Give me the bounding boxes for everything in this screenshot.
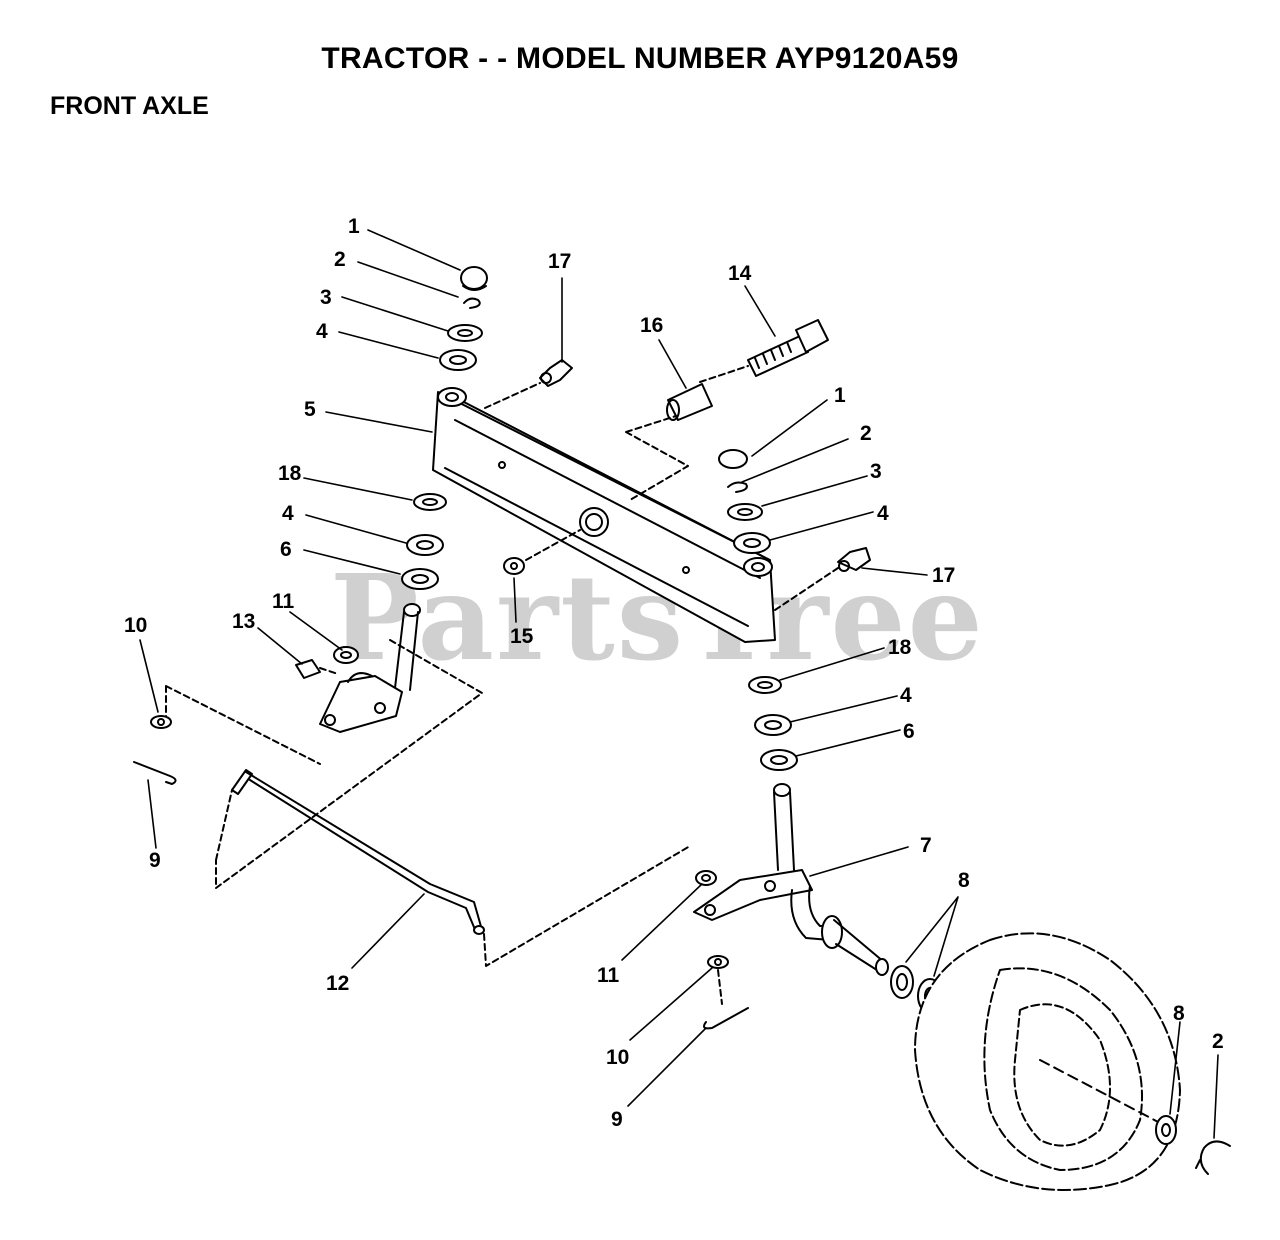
section-title: FRONT AXLE: [50, 92, 209, 120]
diagram-title: TRACTOR - - MODEL NUMBER AYP9120A59: [321, 42, 959, 75]
callout-8: 8: [958, 869, 970, 892]
spindle-left: [319, 603, 421, 733]
cap-1-right: [718, 449, 748, 469]
callout-10: 10: [606, 1046, 629, 1069]
bushing-4-right-bottom: [754, 714, 792, 736]
callout-18: 18: [888, 636, 912, 659]
callout-1: 1: [834, 384, 846, 407]
washer-8-a: [890, 965, 914, 999]
callout-16: 16: [640, 314, 663, 337]
washer-18-left: [413, 493, 447, 511]
callout-7: 7: [920, 834, 932, 857]
callout-6: 6: [280, 538, 292, 561]
callout-3: 3: [870, 460, 882, 483]
axle-beam: [432, 387, 776, 643]
callout-4: 4: [877, 502, 889, 525]
grease-fitting-13: [295, 659, 339, 679]
washer-3-left: [447, 324, 483, 342]
callout-9: 9: [149, 849, 161, 872]
bushing-11-left: [333, 646, 359, 664]
washer-8-wheel: [1155, 1115, 1177, 1145]
bushing-11-right: [695, 870, 717, 886]
washer-3-right: [727, 503, 763, 521]
bolt-14: [699, 319, 829, 383]
cotter-pin-9-right: [703, 969, 749, 1030]
callout-14: 14: [728, 262, 752, 285]
washer-10-left: [150, 715, 172, 729]
spacer-16: [625, 383, 713, 501]
grease-fitting-17-top: [484, 359, 573, 409]
callout-17: 17: [548, 250, 571, 273]
ring-clip-2-right: [727, 481, 748, 493]
callout-labels: 1 2 3 4 5 18 4 6 17 14 16 1 2 3 4 17 15 …: [124, 215, 1224, 1131]
callout-12: 12: [326, 972, 349, 995]
callout-17: 17: [932, 564, 955, 587]
callout-4: 4: [282, 502, 294, 525]
callout-9: 9: [611, 1108, 623, 1131]
washer-10-right: [707, 955, 729, 969]
cap-1-left: [460, 266, 488, 291]
washer-18-right: [748, 676, 782, 694]
bushing-4-left-bottom: [406, 534, 444, 556]
callout-6: 6: [903, 720, 915, 743]
callout-10: 10: [124, 614, 147, 637]
callout-18: 18: [278, 462, 302, 485]
cotter-pin-9-left: [133, 761, 177, 785]
callout-2: 2: [860, 422, 872, 445]
callout-15: 15: [510, 625, 534, 648]
callout-2: 2: [334, 248, 346, 271]
washer-6-right: [760, 749, 798, 771]
spindle-7: [693, 783, 889, 976]
bushing-4-right-top: [733, 532, 771, 554]
bushing-4-left-top: [439, 349, 477, 371]
callout-3: 3: [320, 286, 332, 309]
callout-1: 1: [348, 215, 360, 238]
callout-4: 4: [316, 320, 328, 343]
grease-fitting-17-right: [774, 547, 871, 611]
drag-link-12: [231, 769, 691, 967]
callout-2: 2: [1212, 1030, 1224, 1053]
leader-lines: [139, 229, 1219, 1139]
callout-8: 8: [1173, 1002, 1185, 1025]
front-wheel: [914, 932, 1181, 1191]
nut-15: [503, 529, 581, 575]
ring-clip-2-left: [463, 297, 481, 309]
callout-5: 5: [304, 398, 316, 421]
callout-4: 4: [900, 684, 912, 707]
washer-6-left: [401, 568, 439, 590]
callout-11: 11: [272, 590, 295, 613]
callout-11: 11: [597, 964, 620, 987]
ring-clip-2-wheel: [1195, 1140, 1231, 1175]
callout-13: 13: [232, 610, 255, 633]
